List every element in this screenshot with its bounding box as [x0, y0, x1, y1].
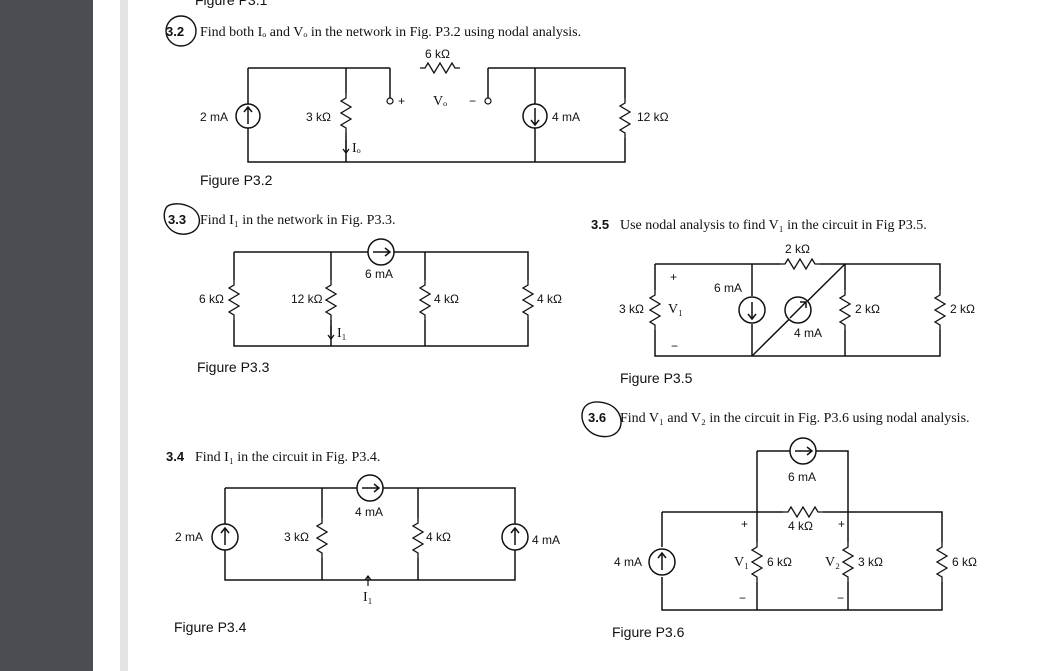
problem-3-5: 3.5 Use nodal analysis to find V₁ in the…	[591, 217, 975, 386]
label-6k: 6 kΩ	[767, 555, 792, 569]
problem-number-circle	[163, 203, 201, 235]
binding-edge	[120, 0, 128, 671]
label-6ma: 6 mA	[714, 281, 742, 295]
label-2k: 2 kΩ	[785, 242, 810, 256]
problem-3-3: 3.3 Find I₁ in the network in Fig. P3.3.…	[163, 203, 562, 375]
label-3k: 3 kΩ	[619, 302, 644, 316]
label-v1: V₁	[734, 555, 749, 570]
label-minus: −	[671, 339, 678, 353]
label-plus: +	[741, 517, 748, 531]
label-2ma: 2 mA	[175, 530, 203, 544]
problem-number: 3.6	[588, 410, 606, 425]
label-plus: +	[670, 270, 677, 284]
label-4k: 4 kΩ	[537, 292, 562, 306]
label-i1: I₁	[337, 326, 347, 341]
label-4ma: 4 mA	[614, 555, 642, 569]
problem-text: Find I₁ in the circuit in Fig. P3.4.	[195, 450, 380, 465]
circuit-p3-3: 6 kΩ 12 kΩ I₁ 6 mA 4 kΩ 4 kΩ	[199, 238, 562, 347]
figure-caption: Figure P3.2	[200, 172, 273, 188]
problem-text: Use nodal analysis to find V₁ in the cir…	[620, 218, 927, 233]
label-4ma: 4 mA	[532, 533, 560, 547]
label-3k: 3 kΩ	[284, 530, 309, 544]
label-12k: 12 kΩ	[637, 110, 669, 124]
label-4k: 4 kΩ	[426, 530, 451, 544]
problem-number-circle	[165, 15, 197, 47]
problem-number: 3.2	[166, 24, 184, 39]
figure-caption: Figure P3.3	[197, 359, 270, 375]
problem-number: 3.5	[591, 217, 609, 232]
label-6k: 6 kΩ	[425, 47, 450, 61]
label-6ma: 6 mA	[365, 267, 393, 281]
figure-caption: Figure P3.6	[612, 624, 685, 640]
problem-number: 3.3	[168, 212, 186, 227]
label-2k: 2 kΩ	[855, 302, 880, 316]
label-4k: 4 kΩ	[788, 519, 813, 533]
label-2k: 2 kΩ	[950, 302, 975, 316]
label-6k: 6 kΩ	[199, 292, 224, 306]
problem-number: 3.4	[166, 449, 185, 464]
problem-text: Find both Iₒ and Vₒ in the network in Fi…	[200, 25, 581, 40]
label-i1: I₁	[363, 590, 373, 605]
label-minus: −	[469, 94, 476, 108]
label-v2: V₂	[825, 555, 840, 570]
label-2ma: 2 mA	[200, 110, 228, 124]
label-4ma: 4 mA	[355, 505, 383, 519]
problem-3-6: 3.6 Find V₁ and V₂ in the circuit in Fig…	[581, 401, 977, 640]
problem-3-2: 3.2 Find both Iₒ and Vₒ in the network i…	[165, 15, 669, 188]
figure-caption: Figure P3.4	[174, 619, 247, 635]
figure-caption: Figure P3.5	[620, 370, 693, 386]
label-3k: 3 kΩ	[858, 555, 883, 569]
label-minus: −	[739, 591, 746, 605]
circuit-p3-5: + 3 kΩ V₁ − 6 mA 2 kΩ 4 mA 2 kΩ 2 kΩ	[619, 242, 975, 357]
problem-text: Find I₁ in the network in Fig. P3.3.	[200, 213, 395, 228]
label-plus: +	[398, 94, 405, 108]
page-svg: Figure P3.1 3.2 Find both Iₒ and Vₒ in t…	[120, 0, 977, 671]
circuit-p3-2: 2 mA 3 kΩ Iₒ 6 kΩ + Vₒ − 4 mA 12 kΩ	[200, 47, 669, 163]
label-vo: Vₒ	[433, 94, 447, 109]
label-4ma: 4 mA	[794, 326, 822, 340]
textbook-page: Figure P3.1 3.2 Find both Iₒ and Vₒ in t…	[93, 0, 1047, 671]
label-3k: 3 kΩ	[306, 110, 331, 124]
problem-number-circle	[581, 401, 622, 438]
label-6ma: 6 mA	[788, 470, 816, 484]
label-minus: −	[837, 591, 844, 605]
label-12k: 12 kΩ	[291, 292, 323, 306]
circuit-p3-4: 2 mA 3 kΩ 4 mA 4 kΩ 4 mA I₁	[175, 474, 560, 605]
label-io: Iₒ	[352, 141, 361, 156]
label-6k: 6 kΩ	[952, 555, 977, 569]
label-4ma: 4 mA	[552, 110, 580, 124]
circuit-p3-6: 6 mA 4 kΩ + + 4 mA V₁ 6 kΩ V₂ 3 kΩ 6 kΩ …	[614, 437, 977, 611]
viewer-sidebar	[0, 0, 93, 671]
label-v1: V₁	[668, 302, 683, 317]
problem-3-4: 3.4 Find I₁ in the circuit in Fig. P3.4.…	[166, 449, 560, 635]
problem-text: Find V₁ and V₂ in the circuit in Fig. P3…	[620, 411, 970, 426]
label-4k: 4 kΩ	[434, 292, 459, 306]
top-fragment-text: Figure P3.1	[195, 0, 268, 8]
label-plus: +	[838, 517, 845, 531]
